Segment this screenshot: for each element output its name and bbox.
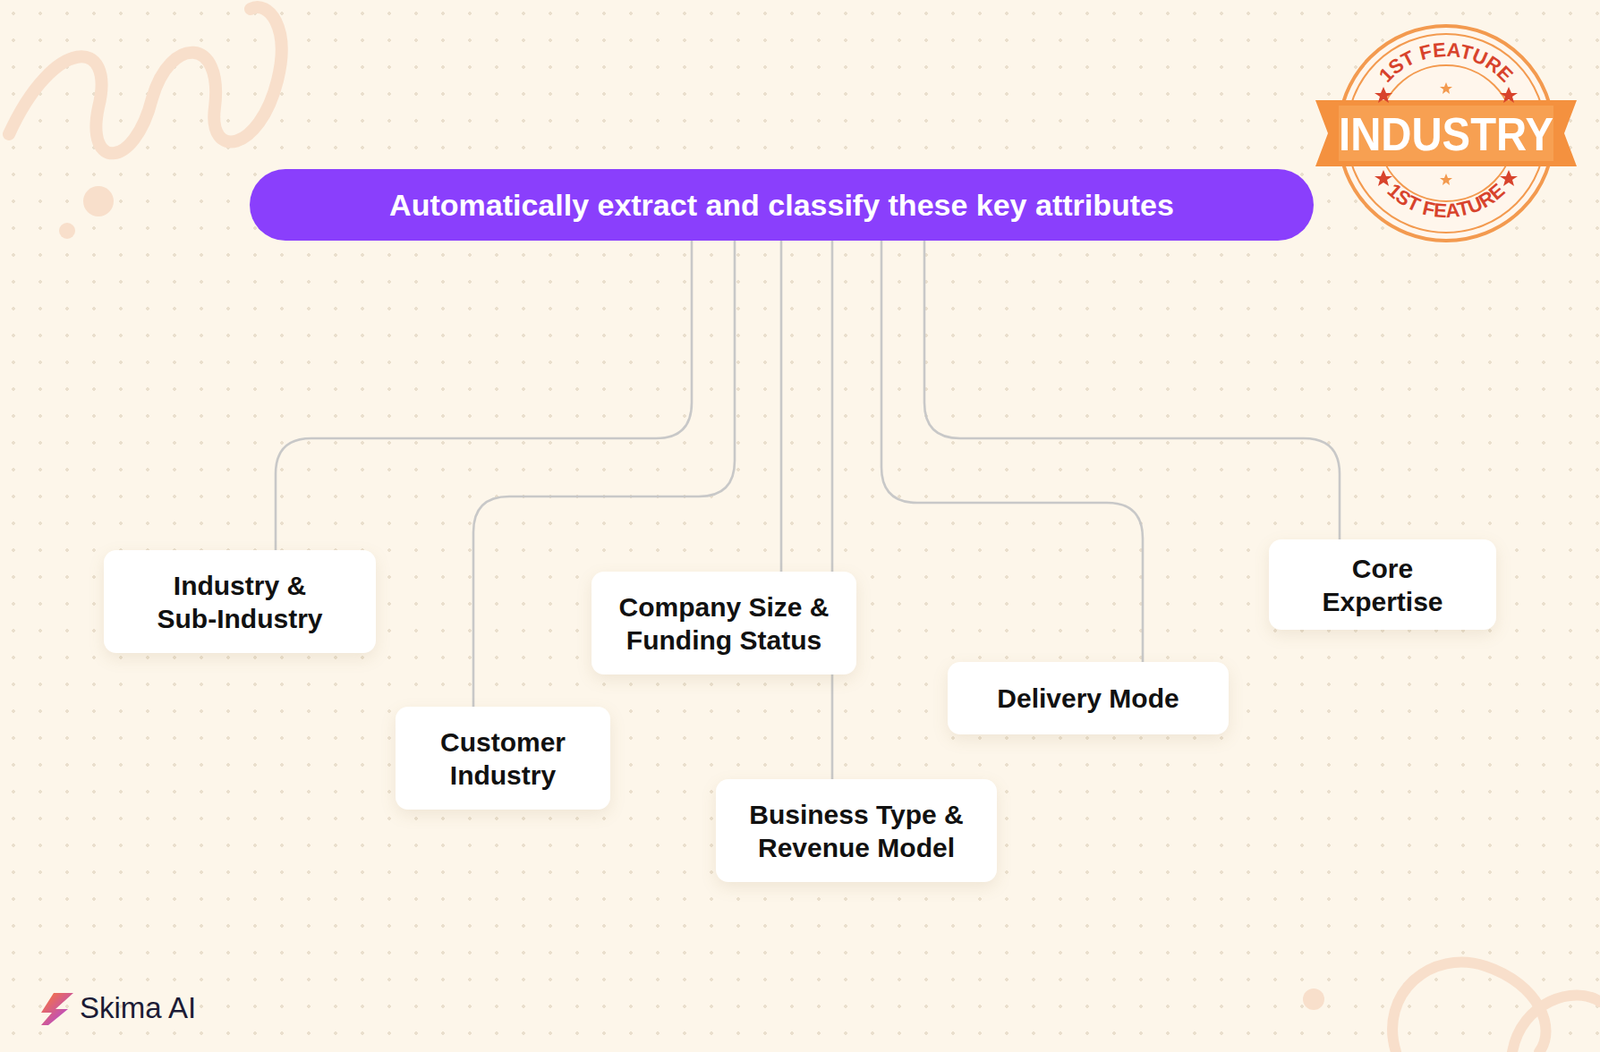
badge-title: INDUSTRY: [1338, 108, 1554, 161]
attribute-box: Customer Industry: [395, 706, 611, 810]
dot-ornament: [83, 186, 114, 217]
box-label: Business Type & Revenue Model: [734, 798, 979, 865]
logo-mark: [41, 993, 74, 1026]
box-label: Company Size & Funding Status: [606, 590, 842, 657]
feature-badge: 1ST FEATURE 1ST FEATURE INDUSTRY: [1315, 25, 1577, 241]
title-pill: Automatically extract and classify these…: [249, 169, 1314, 241]
scribble: [8, 7, 282, 154]
star: [1499, 86, 1518, 103]
box-label: Customer Industry: [413, 725, 593, 792]
logo-mark: [41, 993, 74, 1026]
connector-line: [881, 240, 1143, 663]
dot-ornament: [59, 222, 76, 239]
scribble: [1392, 962, 1546, 1052]
attribute-box: Core Expertise: [1268, 539, 1497, 630]
attribute-box: Industry & Sub-Industry: [103, 550, 376, 654]
badge-arc-text: 1ST FEATURE: [1383, 178, 1510, 222]
star: [1439, 82, 1453, 94]
badge-arc-text: 1ST FEATURE: [1374, 38, 1518, 87]
badge-arc-text: 1ST FEATURE: [1383, 178, 1510, 222]
box-label: Delivery Mode: [996, 681, 1179, 715]
badge-ribbon: [1315, 100, 1577, 167]
box-label: Core Expertise: [1302, 552, 1464, 619]
connector-line: [924, 240, 1340, 540]
star: [1499, 170, 1518, 187]
badge-arc-text: 1ST FEATURE: [1374, 38, 1518, 87]
attribute-box: Business Type & Revenue Model: [715, 779, 997, 883]
box-label: Industry & Sub-Industry: [141, 569, 339, 636]
connector-line: [780, 240, 783, 572]
star: [1439, 173, 1453, 186]
star: [1374, 170, 1393, 187]
star: [1374, 86, 1393, 103]
scribble: [1512, 995, 1600, 1052]
badge-ribbon: [1338, 105, 1554, 162]
brand-name: Skima AI: [79, 990, 196, 1027]
badge-ring: [1338, 25, 1554, 241]
attribute-box: Delivery Mode: [947, 662, 1229, 735]
connector-line: [831, 240, 835, 780]
badge-stars: [1374, 86, 1518, 187]
pill-title: Automatically extract and classify these…: [389, 187, 1175, 223]
dot-ornament: [1302, 988, 1325, 1011]
attribute-box: Company Size & Funding Status: [591, 571, 857, 675]
